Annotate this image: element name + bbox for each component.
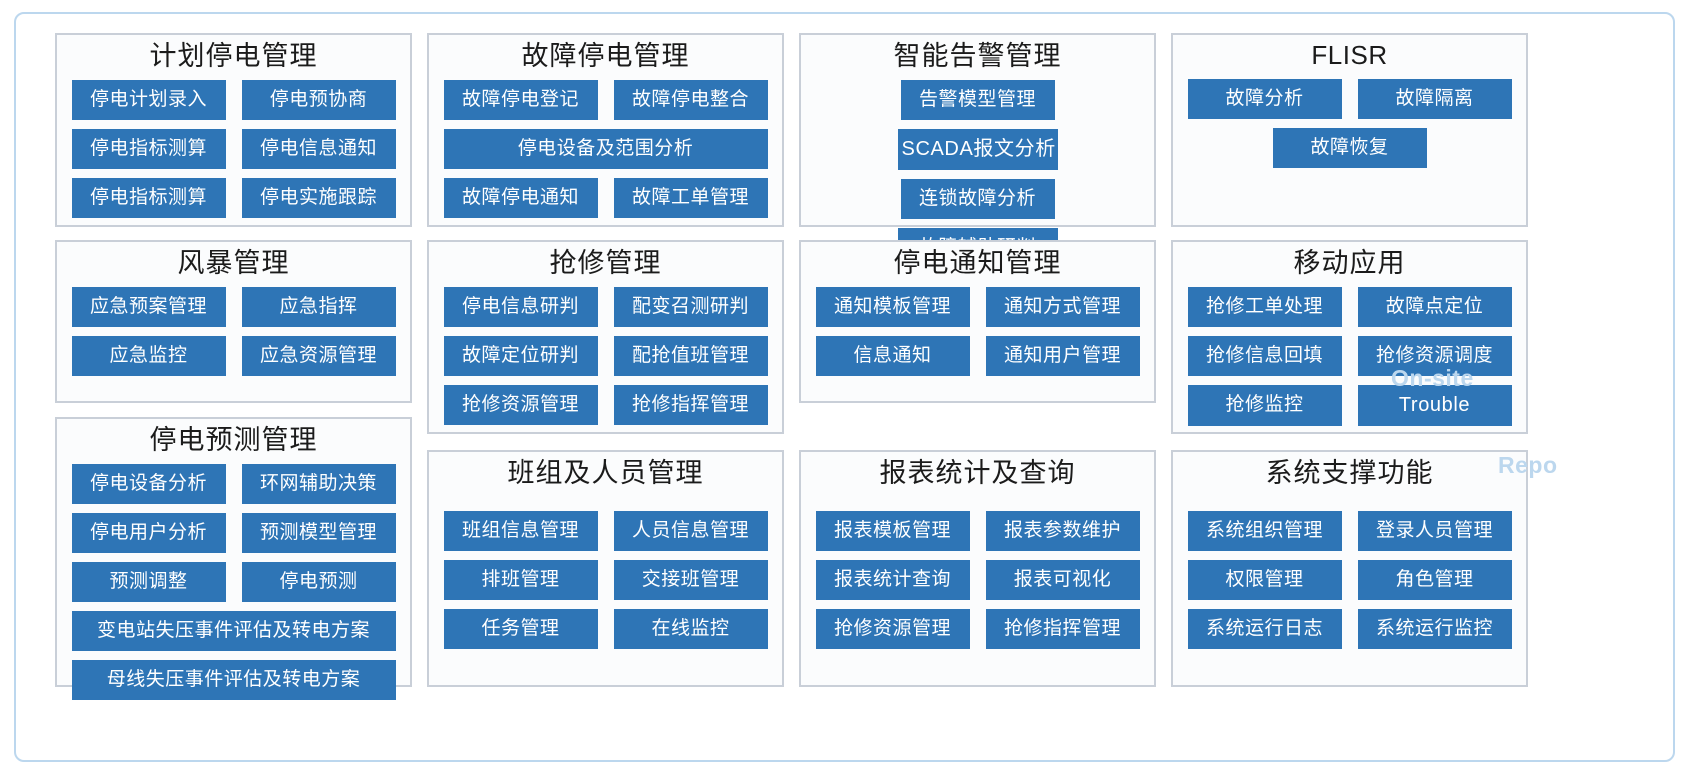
- module-button-repair-monitoring[interactable]: 抢修监控: [1187, 385, 1342, 427]
- module-button-outage-forecast[interactable]: 停电预测: [241, 562, 396, 603]
- card-outage-notice: 停电通知管理 通知模板管理 通知方式管理 信息通知 通知用户管理: [799, 240, 1156, 403]
- module-button-repair-duty-mgmt[interactable]: 配抢值班管理: [613, 336, 768, 377]
- module-button-planned-entry[interactable]: 停电计划录入: [71, 80, 226, 121]
- module-button-shift-scheduling[interactable]: 排班管理: [443, 560, 598, 601]
- module-button-system-runtime-log[interactable]: 系统运行日志: [1187, 609, 1342, 650]
- module-button-fault-analysis[interactable]: 故障分析: [1187, 78, 1342, 119]
- module-button-report-repair-resource-mgmt[interactable]: 抢修资源管理: [815, 609, 970, 650]
- module-button-fault-location-judgement[interactable]: 故障定位研判: [443, 336, 598, 377]
- module-button-fault-consolidate[interactable]: 故障停电整合: [613, 80, 768, 121]
- button-grid-report-query: 报表模板管理 报表参数维护 报表统计查询 报表可视化 抢修资源管理 抢修指挥管理: [801, 511, 1154, 650]
- module-button-repair-info-fillback[interactable]: 抢修信息回填: [1187, 336, 1342, 377]
- module-button-outage-equipment-analysis[interactable]: 停电设备分析: [71, 464, 226, 505]
- button-grid-fault-outage: 故障停电登记 故障停电整合 停电设备及范围分析 故障停电通知 故障工单管理: [429, 80, 782, 219]
- module-button-fault-isolation[interactable]: 故障隔离: [1357, 78, 1512, 119]
- module-button-busbar-voltage-loss-plan[interactable]: 母线失压事件评估及转电方案: [71, 660, 396, 701]
- module-button-trouble[interactable]: Trouble: [1357, 385, 1512, 427]
- module-button-cascading-fault-analysis[interactable]: 连锁故障分析: [900, 179, 1055, 220]
- module-button-team-info-mgmt[interactable]: 班组信息管理: [443, 511, 598, 552]
- module-button-notice-template-mgmt[interactable]: 通知模板管理: [815, 287, 970, 328]
- module-button-outage-info-judgement[interactable]: 停电信息研判: [443, 287, 598, 328]
- module-button-outage-user-analysis[interactable]: 停电用户分析: [71, 513, 226, 554]
- card-outage-forecast: 停电预测管理 停电设备分析 环网辅助决策 停电用户分析 预测模型管理 预测调整 …: [55, 417, 412, 701]
- card-title-fault-outage: 故障停电管理: [521, 41, 690, 71]
- module-button-forecast-model-mgmt[interactable]: 预测模型管理: [241, 513, 396, 554]
- module-button-fault-register[interactable]: 故障停电登记: [443, 80, 598, 121]
- module-button-fault-restoration[interactable]: 故障恢复: [1272, 127, 1427, 168]
- card-title-mobile-app: 移动应用: [1293, 248, 1406, 278]
- module-button-planned-negotiation[interactable]: 停电预协商: [241, 80, 396, 121]
- module-button-report-repair-command-mgmt[interactable]: 抢修指挥管理: [985, 609, 1140, 650]
- module-button-ring-network-decision[interactable]: 环网辅助决策: [241, 464, 396, 505]
- module-button-transformer-poll-judgement[interactable]: 配变召测研判: [613, 287, 768, 328]
- card-title-repair: 抢修管理: [549, 248, 662, 278]
- module-button-permission-mgmt[interactable]: 权限管理: [1187, 560, 1342, 601]
- card-title-smart-alarm: 智能告警管理: [893, 41, 1062, 71]
- card-repair: 抢修管理 停电信息研判 配变召测研判 故障定位研判 配抢值班管理 抢修资源管理 …: [427, 240, 784, 434]
- module-button-system-org-mgmt[interactable]: 系统组织管理: [1187, 511, 1342, 552]
- module-button-substation-voltage-loss-plan[interactable]: 变电站失压事件评估及转电方案: [71, 611, 396, 652]
- module-button-report-statistics-query[interactable]: 报表统计查询: [815, 560, 970, 601]
- module-button-report-template-mgmt[interactable]: 报表模板管理: [815, 511, 970, 552]
- module-button-planned-info-notice[interactable]: 停电信息通知: [241, 129, 396, 170]
- card-title-report-query: 报表统计及查询: [879, 458, 1076, 488]
- module-button-planned-exec-tracking[interactable]: 停电实施跟踪: [241, 178, 396, 219]
- module-button-repair-resource-mgmt[interactable]: 抢修资源管理: [443, 385, 598, 426]
- module-button-information-notice[interactable]: 信息通知: [815, 336, 970, 377]
- module-button-outage-equipment-scope-analysis[interactable]: 停电设备及范围分析: [443, 129, 768, 170]
- module-button-login-personnel-mgmt[interactable]: 登录人员管理: [1357, 511, 1512, 552]
- module-button-emergency-command[interactable]: 应急指挥: [241, 287, 396, 328]
- module-button-repair-resource-dispatch[interactable]: 抢修资源调度: [1357, 336, 1512, 377]
- button-grid-system-support: 系统组织管理 登录人员管理 权限管理 角色管理 系统运行日志 系统运行监控: [1173, 511, 1526, 650]
- module-button-task-mgmt[interactable]: 任务管理: [443, 609, 598, 650]
- module-button-report-parameter-maintenance[interactable]: 报表参数维护: [985, 511, 1140, 552]
- module-button-emergency-plan-mgmt[interactable]: 应急预案管理: [71, 287, 226, 328]
- button-grid-storm: 应急预案管理 应急指挥 应急监控 应急资源管理: [57, 287, 410, 377]
- module-button-notice-user-mgmt[interactable]: 通知用户管理: [985, 336, 1140, 377]
- button-grid-outage-notice: 通知模板管理 通知方式管理 信息通知 通知用户管理: [801, 287, 1154, 377]
- card-fault-outage: 故障停电管理 故障停电登记 故障停电整合 停电设备及范围分析 故障停电通知 故障…: [427, 33, 784, 227]
- module-button-repair-workorder-handling[interactable]: 抢修工单处理: [1187, 287, 1342, 328]
- card-smart-alarm: 智能告警管理 告警模型管理 SCADA报文分析 连锁故障分析 故障辅助研判 智能…: [799, 33, 1156, 367]
- card-report-query: 报表统计及查询 报表模板管理 报表参数维护 报表统计查询 报表可视化 抢修资源管…: [799, 450, 1156, 687]
- module-button-fault-outage-notice[interactable]: 故障停电通知: [443, 178, 598, 219]
- module-button-planned-index-calc-2[interactable]: 停电指标测算: [71, 178, 226, 219]
- module-button-scada-message-analysis[interactable]: SCADA报文分析: [897, 129, 1058, 171]
- module-button-role-mgmt[interactable]: 角色管理: [1357, 560, 1512, 601]
- module-button-fault-point-location[interactable]: 故障点定位: [1357, 287, 1512, 328]
- button-grid-flisr: 故障分析 故障隔离 故障恢复: [1173, 78, 1526, 168]
- module-button-system-runtime-monitoring[interactable]: 系统运行监控: [1357, 609, 1512, 650]
- module-button-online-monitoring[interactable]: 在线监控: [613, 609, 768, 650]
- button-grid-planned-outage: 停电计划录入 停电预协商 停电指标测算 停电信息通知 停电指标测算 停电实施跟踪: [57, 80, 410, 219]
- card-system-support: 系统支撑功能 系统组织管理 登录人员管理 权限管理 角色管理 系统运行日志 系统…: [1171, 450, 1528, 687]
- module-button-report-visualization[interactable]: 报表可视化: [985, 560, 1140, 601]
- module-button-notice-method-mgmt[interactable]: 通知方式管理: [985, 287, 1140, 328]
- button-grid-repair: 停电信息研判 配变召测研判 故障定位研判 配抢值班管理 抢修资源管理 抢修指挥管…: [429, 287, 782, 426]
- module-button-fault-workorder[interactable]: 故障工单管理: [613, 178, 768, 219]
- button-grid-team-personnel: 班组信息管理 人员信息管理 排班管理 交接班管理 任务管理 在线监控: [429, 511, 782, 650]
- card-title-outage-notice: 停电通知管理: [893, 248, 1062, 278]
- card-title-planned-outage: 计划停电管理: [149, 41, 318, 71]
- card-title-outage-forecast: 停电预测管理: [149, 425, 318, 455]
- module-button-emergency-resource-mgmt[interactable]: 应急资源管理: [241, 336, 396, 377]
- card-title-flisr: FLISR: [1311, 40, 1388, 70]
- card-storm: 风暴管理 应急预案管理 应急指挥 应急监控 应急资源管理: [55, 240, 412, 403]
- card-title-team-personnel: 班组及人员管理: [507, 458, 704, 488]
- card-title-storm: 风暴管理: [177, 248, 290, 278]
- module-button-forecast-adjustment[interactable]: 预测调整: [71, 562, 226, 603]
- module-button-repair-command-mgmt[interactable]: 抢修指挥管理: [613, 385, 768, 426]
- card-team-personnel: 班组及人员管理 班组信息管理 人员信息管理 排班管理 交接班管理 任务管理 在线…: [427, 450, 784, 687]
- card-title-system-support: 系统支撑功能: [1265, 458, 1434, 488]
- module-button-emergency-monitoring[interactable]: 应急监控: [71, 336, 226, 377]
- button-grid-mobile-app: 抢修工单处理 故障点定位 抢修信息回填 抢修资源调度 抢修监控 Trouble: [1173, 287, 1526, 427]
- card-planned-outage: 计划停电管理 停电计划录入 停电预协商 停电指标测算 停电信息通知 停电指标测算…: [55, 33, 412, 227]
- card-mobile-app: 移动应用 抢修工单处理 故障点定位 抢修信息回填 抢修资源调度 抢修监控 Tro…: [1171, 240, 1528, 434]
- card-flisr: FLISR 故障分析 故障隔离 故障恢复: [1171, 33, 1528, 227]
- module-button-alarm-model-mgmt[interactable]: 告警模型管理: [900, 80, 1055, 121]
- module-button-personnel-info-mgmt[interactable]: 人员信息管理: [613, 511, 768, 552]
- module-button-shift-handover-mgmt[interactable]: 交接班管理: [613, 560, 768, 601]
- module-button-planned-index-calc-1[interactable]: 停电指标测算: [71, 129, 226, 170]
- button-grid-outage-forecast: 停电设备分析 环网辅助决策 停电用户分析 预测模型管理 预测调整 停电预测 变电…: [57, 464, 410, 701]
